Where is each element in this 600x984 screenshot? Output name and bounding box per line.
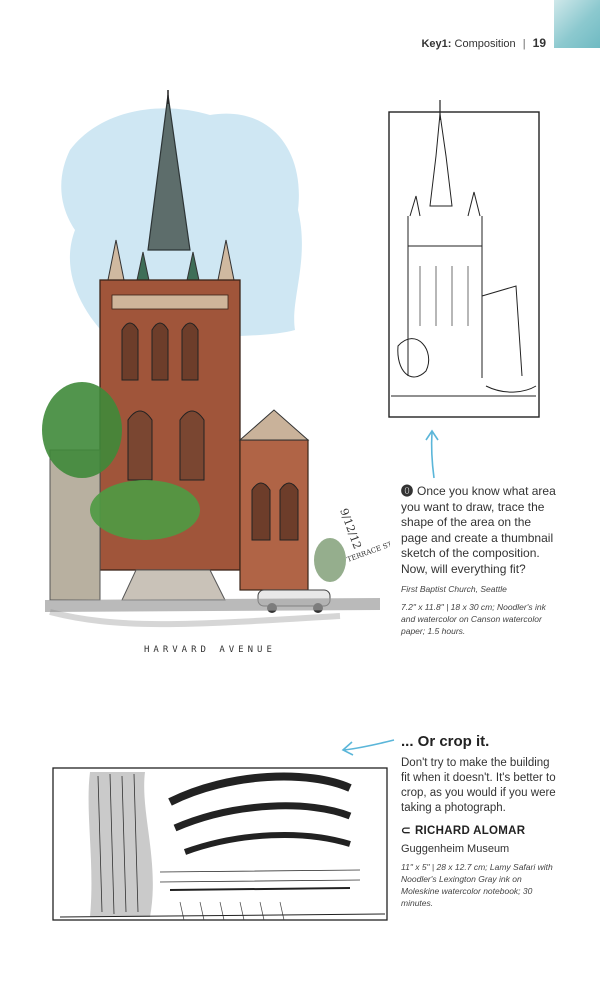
- caption-crop-headline: ... Or crop it.: [401, 733, 490, 750]
- arrow-left-icon: [341, 739, 395, 756]
- caption-thumbnail-body: Once you know what area you want to draw…: [401, 484, 556, 576]
- header-section: Composition: [454, 38, 516, 50]
- caption-thumbnail-specs: 7.2" x 11.8" | 18 x 30 cm; Noodler's ink…: [401, 602, 546, 636]
- corner-watercolor-wash: [554, 0, 600, 48]
- sketch-avenue-annotation: HARVARD AVENUE: [144, 645, 276, 655]
- arrow-up-icon: [425, 429, 439, 479]
- header-separator: |: [522, 38, 526, 50]
- guggenheim-cropped-sketch: [52, 767, 388, 921]
- sketch-date-annotation: 9/12/12: [337, 507, 364, 551]
- caption-thumbnail-title: First Baptist Church, Seattle: [401, 584, 507, 594]
- artist-name: RICHARD ALOMAR: [414, 825, 526, 837]
- artist-symbol-icon: ⊂: [401, 825, 411, 837]
- artist-credit: ⊂RICHARD ALOMAR: [401, 823, 561, 837]
- caption-marker-icon: ⓿: [401, 484, 414, 498]
- running-header: Key1: Composition | 19: [421, 36, 546, 50]
- header-key-label: Key1:: [421, 38, 452, 50]
- page-number: 19: [532, 36, 546, 50]
- church-watercolor-illustration: 9/12/12 TERRACE ST. HARVARD AVENUE: [42, 90, 390, 655]
- work-title: Guggenheim Museum: [401, 843, 510, 855]
- thumbnail-composition-sketch: [388, 100, 540, 418]
- caption-crop: ... Or crop it. Don't try to make the bu…: [401, 733, 561, 909]
- caption-crop-body: Don't try to make the building fit when …: [401, 757, 556, 814]
- work-specs: 11" x 5" | 28 x 12.7 cm; Lamy Safari wit…: [401, 862, 553, 908]
